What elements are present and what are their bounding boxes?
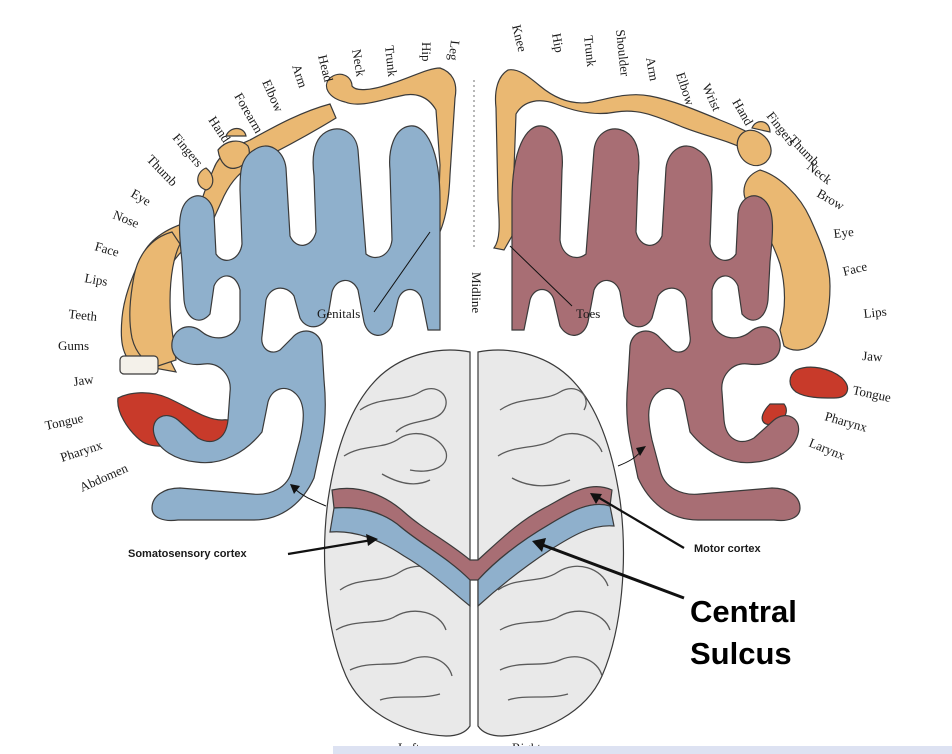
motor-knee-label: Knee [509,23,530,53]
sensory-lips-label: Lips [83,270,108,289]
motor-arm-label: Arm [643,56,662,82]
sensory-homunculus [117,67,457,522]
motor-body-figure [492,69,771,251]
sensory-trunk-label: Trunk [382,45,400,78]
right-curve-arrow-head [636,446,646,456]
pointer-lines [287,80,685,600]
motor-tongue [761,366,849,426]
motor-neck-label: Neck [804,159,835,188]
sensory-pharynx-label: Pharynx [58,437,104,465]
motor-larynx-label: Larynx [807,435,848,463]
central-sulcus-arrow-head [532,538,546,552]
motor-jaw-label: Jaw [862,348,884,364]
toes-pointer [509,245,573,307]
genitals-label: Genitals [317,306,360,321]
sensory-arm-label: Arm [289,62,311,89]
sensory-teeth-label: Teeth [68,306,99,324]
sensory-head-label: Head [315,53,336,84]
sensory-neck-label: Neck [349,48,369,78]
motor-homunculus [492,69,849,522]
motor-brow-label: Brow [815,186,848,214]
motor-elbow-label: Elbow [673,70,698,107]
motor-tongue-label: Tongue [851,382,892,405]
sensory-fingers-label: Fingers [170,130,207,170]
midline-label: Midline [469,272,484,313]
sensory-face-label: Face [93,238,121,259]
sensory-thumb-label: Thumb [144,152,181,189]
motor-eye-label: Eye [833,224,855,241]
sensory-elbow-label: Elbow [259,77,287,115]
motor-wrist-label: Wrist [699,81,724,113]
motor-cortex-strip [511,125,801,522]
sensory-jaw-label: Jaw [72,371,95,389]
sensory-eye-label: Eye [129,186,154,209]
footer-band [333,746,952,754]
motor-shoulder-label: Shoulder [613,29,633,78]
motor-arrow-head [590,493,602,504]
motor-pointer [595,495,685,549]
sensory-teeth [119,355,159,375]
somatosensory-cortex-label: Somatosensory cortex [128,548,247,560]
somatosensory-pointer [287,538,373,556]
motor-face-label: Face [841,258,869,279]
central-sulcus-label-line1: Central [690,594,797,629]
motor-cortex-label: Motor cortex [694,543,762,555]
central-sulcus-label-line2: Sulcus [690,636,792,671]
motor-hand [736,121,772,167]
somatosensory-arrow-head [366,534,378,546]
sensory-face [129,231,181,367]
sensory-leg-label: Leg [446,40,463,62]
motor-lips-label: Lips [863,304,888,321]
arrow-heads [290,446,646,552]
genitals-pointer [373,231,431,313]
sensory-hand-label: Hand [206,113,234,145]
somatosensory-cortex-strip [151,125,441,522]
sensory-hip-label: Hip [419,42,434,62]
sensory-abdomen-label: Abdomen [77,460,130,495]
sensory-nose-label: Nose [111,207,142,231]
motor-trunk-label: Trunk [581,35,599,68]
sensory-gums-label: Gums [58,338,89,353]
brain-top-view [323,349,625,737]
brain-sensory-strip [329,503,615,608]
left-curve-arrow-head [290,484,300,494]
central-sulcus-pointer [539,542,685,600]
sensory-tongue-label: Tongue [44,410,85,433]
motor-hip-label: Hip [549,32,567,54]
motor-hand-label: Hand [729,96,756,128]
toes-label: Toes [576,306,600,321]
motor-pharynx-label: Pharynx [823,408,869,434]
